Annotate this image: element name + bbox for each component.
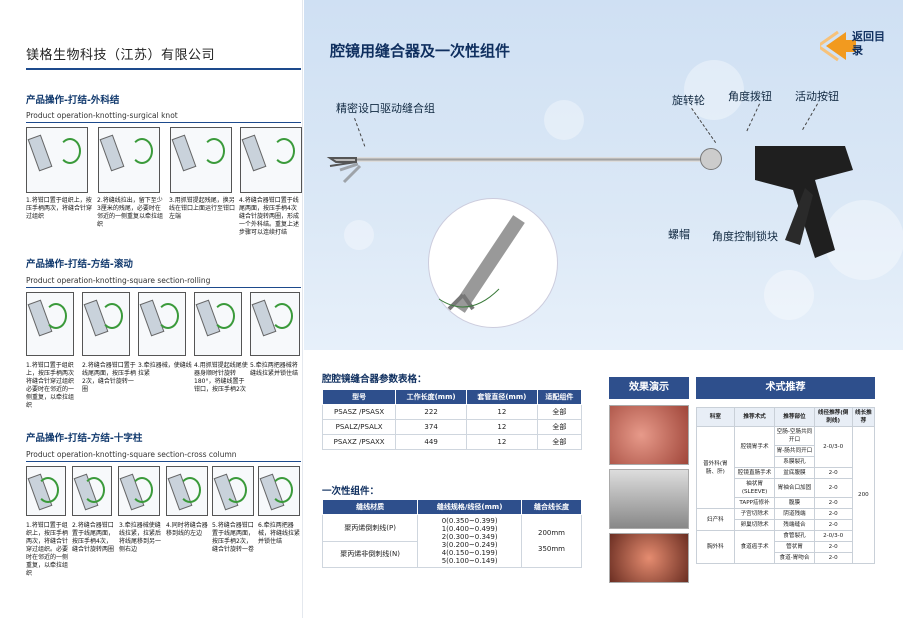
step-image — [250, 292, 300, 356]
section-subtitle: Product operation-knotting-square sectio… — [26, 450, 237, 459]
back-button[interactable]: 返回目录 — [852, 30, 885, 57]
callout-label: 旋转轮 — [672, 94, 705, 107]
column-header: 缝线材质 — [321, 499, 419, 515]
callout-label: 角度拨钮 — [728, 90, 772, 103]
step-image — [26, 466, 66, 516]
table-row: 聚丙烯非倒刺线(N) — [321, 540, 582, 568]
step-image — [194, 292, 242, 356]
callout-label: 精密设口驱动缝合组 — [336, 102, 435, 115]
step-caption: 2.将缝合器钳口置于线尾两面，按压手柄2次，缝合针旋转一圈 — [82, 362, 137, 393]
instrument-shaft — [335, 157, 715, 162]
handle-icon — [755, 146, 853, 258]
step-caption: 2.将缝合器钳口置于线尾两面，按压手柄4次，缝合针旋转两圈 — [72, 522, 115, 553]
back-arrow-icon[interactable] — [820, 28, 882, 64]
company-name: 镁格生物科技（江苏）有限公司 — [26, 48, 216, 63]
table-row: 聚丙烯倒刺线(P) 0(0.350~0.399)1(0.400~0.499)2(… — [321, 514, 583, 568]
column-header: 套管直径(mm) — [465, 389, 538, 405]
recommend-table: 科室 推荐术式 推荐部位 线径推荐(倒刺线) 线长推荐 普外科(胃肠、肝)腔镜胃… — [696, 407, 876, 564]
step-caption: 4.同时将缝合器移到线的左边 — [166, 522, 208, 537]
surgery-photo — [609, 405, 689, 465]
recommend-title: 术式推荐 — [696, 377, 875, 399]
section-title: 产品操作-打结-外科结 — [26, 95, 120, 106]
step-image — [72, 466, 112, 516]
callout-label: 角度控制锁块 — [712, 230, 778, 243]
jaw-icon — [326, 157, 362, 184]
step-caption: 5.牵拉两把器械将缝线拉紧并锁住结 — [250, 362, 299, 377]
step-image — [26, 127, 88, 193]
column-header: 工作长度(mm) — [395, 389, 467, 405]
step-image — [118, 466, 160, 516]
effect-title: 效果演示 — [609, 377, 689, 399]
params-title: 腔腔镜缝合器参数表格： — [322, 374, 427, 385]
step-image — [26, 292, 74, 356]
page-title: 腔镜用缝合器及一次性组件 — [330, 42, 511, 60]
step-caption: 1.将钳口置于组织上，按压手柄两次将缝合针穿过组织必要时在邻近的一侧重复，以牵拉… — [26, 362, 75, 409]
surgery-photo — [609, 469, 689, 529]
column-header: 线长推荐 — [851, 407, 876, 427]
step-caption: 2.将缝线拉出，留下至少3厘米的残尾，必要时在邻近的一侧重复以牵拉组织 — [97, 197, 164, 228]
step-caption: 4.将缝合器钳口置于线尾两面，按压手柄4次缝合针旋转两圈，形成一个外科结。重复上… — [239, 197, 300, 236]
callout-label: 螺帽 — [668, 228, 690, 241]
section-subtitle: Product operation-knotting-square sectio… — [26, 276, 211, 285]
disposable-table: 缝线材质 缝线规格/线径(mm) 缝合线长度 聚丙烯倒刺线(P) 0(0.350… — [321, 499, 583, 568]
disposable-title: 一次性组件： — [322, 486, 380, 497]
step-caption: 3.牵拉器械使缝线拉紧，拉紧后将线尾移到另一侧右边 — [119, 522, 162, 553]
surgery-photo — [609, 533, 689, 583]
column-header: 缝合线长度 — [520, 499, 583, 515]
step-image — [82, 292, 130, 356]
step-image — [170, 127, 232, 193]
column-header: 缝线规格/线径(mm) — [417, 499, 522, 515]
step-caption: 5.将缝合器钳口置于线尾两面，按压手柄2次，缝合针旋转一卷 — [212, 522, 255, 553]
column-header: 推荐术式 — [733, 407, 776, 427]
step-image — [258, 466, 300, 516]
divider — [26, 287, 301, 288]
zoom-detail-image — [428, 198, 558, 328]
column-header: 推荐部位 — [774, 407, 815, 427]
step-image — [166, 466, 208, 516]
column-header: 科室 — [696, 407, 735, 427]
rotation-wheel[interactable] — [700, 148, 722, 170]
column-header: 线径推荐(倒刺线) — [813, 407, 853, 427]
step-caption: 4.用抓钳提起线尾使器身顺时针旋转180°，将缝线置于钳口，按压手柄2次 — [194, 362, 248, 393]
column-header: 适配组件 — [536, 389, 583, 405]
step-caption: 3.牵拉器械，使缝线拉紧 — [138, 362, 192, 377]
section-title: 产品操作-打结-方结-滚动 — [26, 259, 133, 270]
divider — [26, 122, 301, 123]
step-image — [240, 127, 302, 193]
step-image — [138, 292, 186, 356]
divider — [26, 461, 301, 462]
step-image — [212, 466, 254, 516]
section-title: 产品操作-打结-方结-十字柱 — [26, 433, 143, 444]
step-caption: 1.将钳口置于组织上，按压手柄两次，将缝合针穿过组织。必要时在邻近的一侧重复，以… — [26, 522, 69, 577]
section-subtitle: Product operation-knotting-surgical knot — [26, 111, 178, 120]
step-caption: 1.将钳口置于组织上，按压手柄两次，将缝合针穿过组织 — [26, 197, 93, 220]
step-image — [98, 127, 160, 193]
column-header: 型号 — [321, 389, 397, 405]
callout-label: 活动按钮 — [795, 90, 839, 103]
divider — [26, 68, 301, 70]
step-caption: 3.用抓钳提起残尾，换另线在钳口上面运行至钳口左端 — [169, 197, 236, 220]
step-caption: 6.牵拉两把器械，将缝线拉紧并锁住结 — [258, 522, 301, 545]
